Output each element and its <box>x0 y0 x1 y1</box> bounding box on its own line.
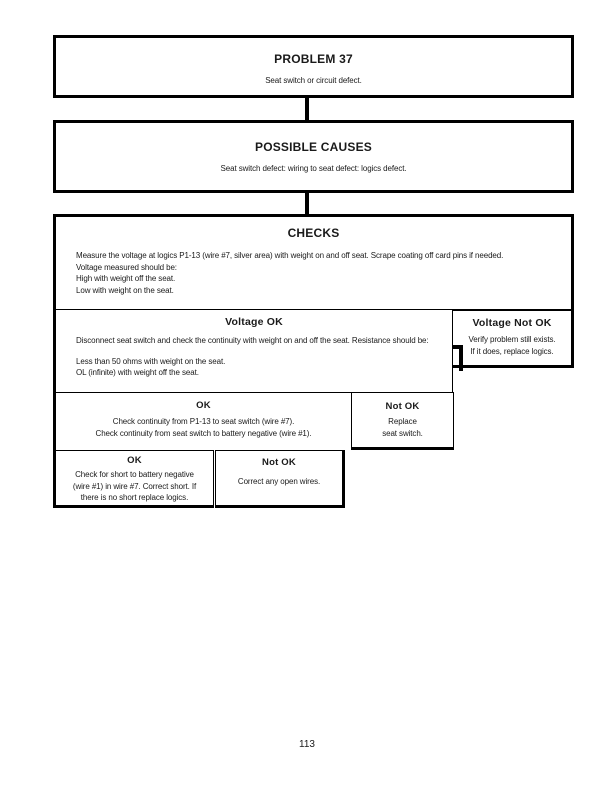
voltage-ok-box: Voltage OK Disconnect seat switch and ch… <box>53 310 453 392</box>
continuity-not-ok-title: Not OK <box>385 401 420 412</box>
voltage-not-ok-line-1: Verify problem still exists. <box>468 335 556 344</box>
continuity-not-ok-instructions: Replace seat switch. <box>352 416 453 439</box>
short-check-ok-line-3: there is no short replace logics. <box>80 493 189 502</box>
voltage-ok-line-3: OL (infinite) with weight off the seat. <box>76 368 199 377</box>
checks-line-4: Low with weight on the seat. <box>76 285 174 295</box>
voltage-ok-line-2: Less than 50 ohms with weight on the sea… <box>76 356 226 366</box>
possible-causes-title: POSSIBLE CAUSES <box>254 140 373 154</box>
continuity-ok-title: OK <box>196 400 211 411</box>
voltage-ok-line-1: Disconnect seat switch and check the con… <box>76 336 429 345</box>
continuity-not-ok-box: Not OK Replace seat switch. <box>351 392 454 450</box>
short-check-not-ok-instructions: Correct any open wires. <box>237 477 321 486</box>
voltage-not-ok-line-2: If it does, replace logics. <box>470 346 554 356</box>
checks-title: CHECKS <box>287 226 340 240</box>
problem-box: PROBLEM 37 Seat switch or circuit defect… <box>53 35 574 98</box>
checks-line-3: High with weight off the seat. <box>76 274 176 283</box>
problem-title: PROBLEM 37 <box>274 52 353 66</box>
voltage-not-ok-instructions: Verify problem still exists. If it does,… <box>453 334 571 357</box>
short-check-not-ok-title: Not OK <box>262 457 296 468</box>
short-check-ok-instructions: Check for short to battery negative (wir… <box>56 469 213 504</box>
voltage-ok-instructions: Disconnect seat switch and check the con… <box>76 335 448 379</box>
connector-line-1 <box>305 98 309 120</box>
border-step-vertical <box>459 345 463 371</box>
border-step-horizontal <box>452 345 463 349</box>
voltage-not-ok-title: Voltage Not OK <box>472 317 552 329</box>
voltage-not-ok-box: Voltage Not OK Verify problem still exis… <box>452 310 574 368</box>
checks-line-1: Measure the voltage at logics P1-13 (wir… <box>76 251 504 260</box>
continuity-not-ok-line-1: Replace <box>388 417 417 426</box>
voltage-ok-title: Voltage OK <box>225 316 283 328</box>
possible-causes-box: POSSIBLE CAUSES Seat switch defect: wiri… <box>53 120 574 193</box>
problem-subtitle: Seat switch or circuit defect. <box>265 76 362 85</box>
continuity-ok-instructions: Check continuity from P1-13 to seat swit… <box>56 416 351 439</box>
continuity-not-ok-line-2: seat switch. <box>382 428 423 438</box>
checks-instructions: Measure the voltage at logics P1-13 (wir… <box>76 250 561 296</box>
continuity-ok-line-2: Check continuity from seat switch to bat… <box>95 428 312 438</box>
short-check-not-ok-box: Not OK Correct any open wires. <box>215 450 345 508</box>
possible-causes-subtitle: Seat switch defect: wiring to seat defec… <box>220 164 407 173</box>
page-number: 113 <box>299 739 315 750</box>
continuity-ok-line-1: Check continuity from P1-13 to seat swit… <box>112 417 295 426</box>
short-check-ok-box: OK Check for short to battery negative (… <box>53 450 214 508</box>
connector-line-2 <box>305 193 309 214</box>
checks-box: CHECKS Measure the voltage at logics P1-… <box>53 214 574 310</box>
short-check-ok-line-2: (wire #1) in wire #7. Correct short. If <box>72 481 197 491</box>
continuity-ok-box: OK Check continuity from P1-13 to seat s… <box>53 392 352 450</box>
short-check-ok-title: OK <box>127 455 142 466</box>
short-check-ok-line-1: Check for short to battery negative <box>75 470 194 479</box>
checks-line-2: Voltage measured should be: <box>76 262 177 272</box>
